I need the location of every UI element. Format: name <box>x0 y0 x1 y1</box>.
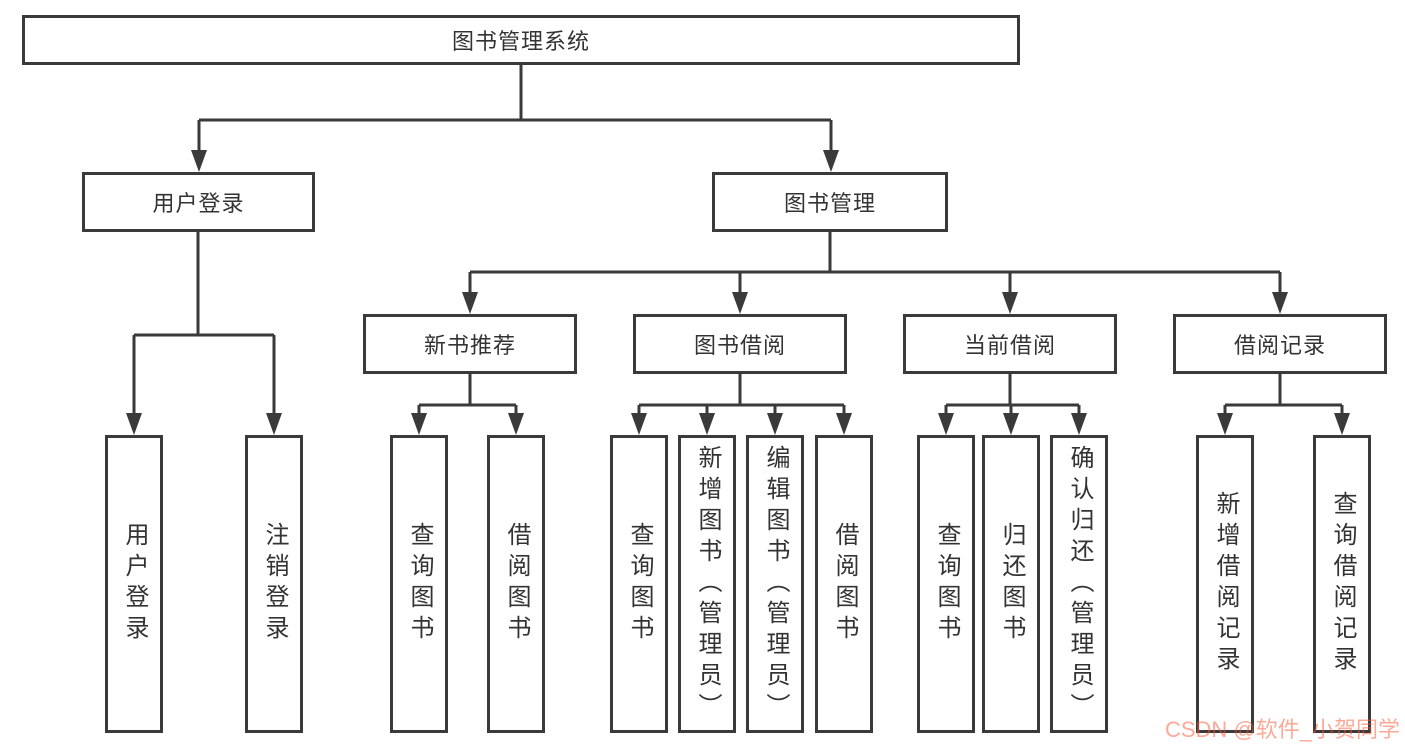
leaf-confirm-return-admin-label: 确认归还（管理员） <box>1066 444 1093 724</box>
leaf-add-book-admin-label: 新增图书（管理员） <box>694 444 721 724</box>
node-book-management-label: 图书管理 <box>783 191 876 216</box>
leaf-query-borrow-record-label: 查询借阅记录 <box>1329 491 1356 677</box>
leaf-query-books-1-label: 查询图书 <box>406 522 433 646</box>
leaf-user-login-label: 用户登录 <box>121 522 148 646</box>
leaf-query-books-2-label: 查询图书 <box>626 522 653 646</box>
leaf-borrow-books-2: 借阅图书 <box>815 435 873 733</box>
leaf-query-books-1: 查询图书 <box>390 435 448 733</box>
leaf-add-borrow-record-label: 新增借阅记录 <box>1212 491 1239 677</box>
leaf-logout: 注销登录 <box>245 435 303 733</box>
node-book-borrow: 图书借阅 <box>633 314 847 374</box>
node-current-borrow: 当前借阅 <box>903 314 1117 374</box>
leaf-query-books-3: 查询图书 <box>917 435 975 733</box>
leaf-confirm-return-admin: 确认归还（管理员） <box>1050 435 1108 733</box>
node-borrow-records: 借阅记录 <box>1173 314 1387 374</box>
leaf-edit-book-admin: 编辑图书（管理员） <box>746 435 804 733</box>
node-root-label: 图书管理系统 <box>451 29 590 54</box>
leaf-query-books-2: 查询图书 <box>610 435 668 733</box>
leaf-logout-label: 注销登录 <box>261 522 288 646</box>
leaf-return-book-label: 归还图书 <box>998 522 1025 646</box>
leaf-borrow-books-2-label: 借阅图书 <box>831 522 858 646</box>
node-user-login: 用户登录 <box>82 172 315 232</box>
node-book-borrow-label: 图书借阅 <box>693 333 786 358</box>
leaf-query-borrow-record: 查询借阅记录 <box>1313 435 1371 733</box>
node-root: 图书管理系统 <box>22 15 1020 65</box>
leaf-query-books-3-label: 查询图书 <box>933 522 960 646</box>
leaf-user-login: 用户登录 <box>105 435 163 733</box>
leaf-borrow-books-1-label: 借阅图书 <box>503 522 530 646</box>
node-book-management: 图书管理 <box>712 172 948 232</box>
leaf-add-borrow-record: 新增借阅记录 <box>1196 435 1254 733</box>
node-new-book-recommend: 新书推荐 <box>363 314 577 374</box>
node-borrow-records-label: 借阅记录 <box>1233 333 1326 358</box>
node-current-borrow-label: 当前借阅 <box>963 333 1056 358</box>
node-user-login-label: 用户登录 <box>152 191 245 216</box>
node-new-book-recommend-label: 新书推荐 <box>423 333 516 358</box>
leaf-edit-book-admin-label: 编辑图书（管理员） <box>762 444 789 724</box>
leaf-return-book: 归还图书 <box>982 435 1040 733</box>
leaf-borrow-books-1: 借阅图书 <box>487 435 545 733</box>
leaf-add-book-admin: 新增图书（管理员） <box>678 435 736 733</box>
